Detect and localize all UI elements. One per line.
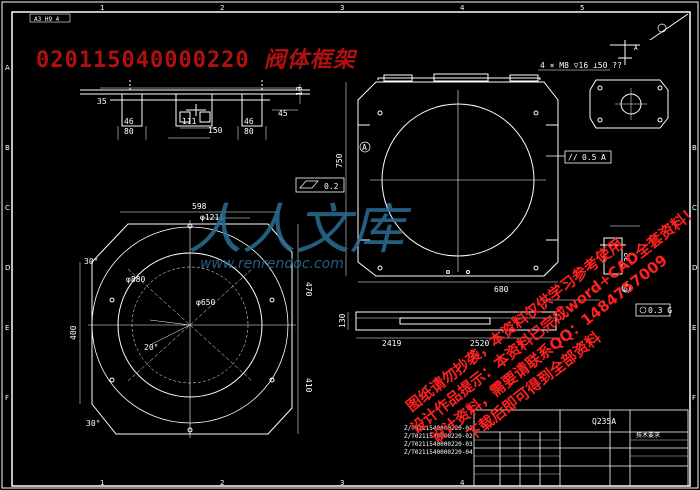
top-side-view: [80, 80, 310, 140]
grid-letter-right-d: D: [692, 264, 697, 272]
corner-mark-diagonal: [649, 13, 689, 41]
drawing-title: 020115040000220 阀体框架: [36, 42, 356, 74]
right-detail: [600, 225, 640, 293]
plate-view: [345, 73, 565, 283]
grid-letter-right-c: C: [692, 204, 697, 212]
datum-a: A: [362, 143, 367, 152]
corner-mark: [640, 11, 691, 60]
dim-46-left: 46: [124, 117, 134, 126]
tol-parallel-datum: A: [601, 153, 606, 162]
title-tag-box: [29, 13, 71, 23]
grid-letter-right-f: F: [692, 394, 696, 402]
detail-label: A: [634, 45, 638, 52]
tol-right-value: 0.3 G: [648, 306, 672, 315]
dim-30-bottom: 30°: [86, 419, 100, 428]
grid-letter-right-b: B: [692, 144, 697, 152]
dim-20: 20°: [144, 343, 158, 352]
title-tag-text: A3 H9 4: [34, 16, 60, 23]
dim-phi-650: φ650: [196, 298, 215, 307]
grid-number-4: 4: [460, 4, 465, 12]
tol-parallel-sym: //: [568, 153, 578, 162]
dim-410: 410: [304, 378, 313, 393]
dim-2419: 2419: [382, 339, 401, 348]
title-block: [473, 409, 689, 487]
grid-number-bottom-2: 2: [220, 479, 224, 487]
frame-plan-view: [79, 211, 299, 438]
dim-750: 750: [335, 153, 344, 168]
profile-view: [347, 299, 600, 339]
parts-list-item-3: Z/T0211540000220-03: [404, 441, 473, 448]
tolerance-frame-flatness: [295, 177, 345, 193]
grid-number-bottom-4: 4: [460, 479, 465, 487]
dim-680: 680: [494, 285, 509, 294]
watermark-url: www.renrendoc.com: [200, 256, 344, 272]
dim-35: 35: [97, 97, 107, 106]
dim-30-top: 30°: [84, 257, 98, 266]
tol-parallel-value: 0.5: [582, 153, 597, 162]
drawing-name: 阀体框架: [263, 48, 356, 73]
inner-border: [11, 11, 691, 487]
watermark-text: 人人文库: [188, 198, 412, 261]
dim-111: 111: [182, 117, 197, 126]
tol-flatness-value: 0.2: [324, 182, 339, 191]
dim-150: 150: [208, 126, 223, 135]
parts-list-item-2: Z/T0211540000220-02: [404, 433, 473, 440]
parts-list-item-1: Z/T0211540000220-01: [404, 425, 473, 432]
dim-45: 45: [278, 109, 288, 118]
tolerance-frame-right: [635, 303, 671, 317]
grid-letter-e: E: [5, 324, 9, 332]
flatness-icon: [299, 180, 319, 189]
parts-list-item-4: Z/T0211540000220-04: [404, 449, 473, 456]
promo-notes: 图纸请勿抄袭，本资料仅供学习参考使用 设计作品提示：本资料已完成word+CAD…: [403, 201, 700, 447]
dim-470: 470: [304, 282, 313, 297]
title-block-stamp: 技术要求: [636, 431, 660, 439]
detail-b-callout: B: [623, 284, 628, 293]
dim-10: 10: [295, 86, 304, 96]
grid-number-2: 2: [220, 4, 224, 12]
grid-number-bottom-3: 3: [340, 479, 344, 487]
detail-view: [589, 40, 669, 129]
promo-note-2: 设计作品提示：本资料已完成word+CAD全套资料！: [407, 201, 700, 437]
dim-46-right: 46: [244, 117, 254, 126]
drawing-code: 020115040000220: [36, 48, 250, 73]
tolerance-frame-parallel: [564, 150, 612, 164]
dim-80-left: 80: [124, 127, 134, 136]
grid-number-bottom-1: 1: [100, 479, 104, 487]
roundness-icon: [639, 306, 647, 314]
grid-letter-right-e: E: [692, 324, 696, 332]
promo-note-3: 设计资料，需要请联系QQ：1484757009: [427, 251, 670, 447]
detail-callout: [657, 23, 667, 33]
dim-80-right: 80: [244, 127, 254, 136]
grid-number-1: 1: [100, 4, 104, 12]
dim-phi-1211: φ1211: [200, 213, 224, 222]
grid-number-3: 3: [340, 4, 344, 12]
grid-letter-c: C: [5, 204, 10, 212]
title-block-material: Q235A: [592, 417, 616, 426]
dim-2520: 2520: [470, 339, 489, 348]
dim-130: 130: [338, 313, 347, 328]
dim-32: 32: [623, 252, 632, 262]
dim-598: 598: [192, 202, 207, 211]
grid-letter-a: A: [5, 64, 10, 72]
grid-letter-b: B: [5, 144, 10, 152]
dim-phi-880: φ880: [126, 275, 145, 284]
grid-letter-d: D: [5, 264, 10, 272]
grid-letter-f: F: [5, 394, 9, 402]
hole-note: 4 × M8 ▽16 ⊥50 ??: [540, 61, 622, 70]
grid-number-5: 5: [580, 4, 584, 12]
dim-400: 400: [69, 325, 78, 340]
